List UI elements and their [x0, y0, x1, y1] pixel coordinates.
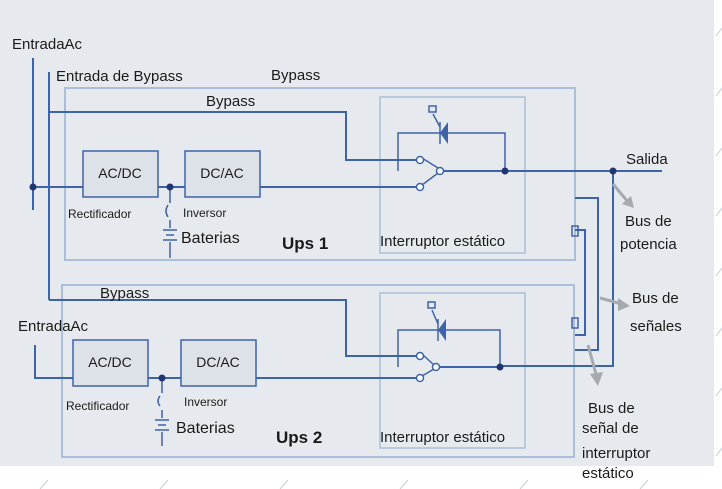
ups1-switch-node-inverter — [415, 182, 425, 192]
bus-interruptor-label-line2: señal de — [582, 420, 639, 437]
bus-potencia-arrowhead — [622, 196, 634, 208]
ups2-thyristor-loop — [397, 329, 501, 367]
ups1-name-label: Ups 1 — [282, 234, 328, 253]
ups1-battery-fuse — [165, 204, 169, 218]
ups2-inverter-switch-blade — [421, 368, 435, 377]
bypass-top-label: Bypass — [271, 67, 320, 84]
ups1-inverter-block — [184, 150, 261, 198]
ups2-rectifier-name: Rectificador — [66, 399, 129, 413]
ups1-input-junction — [29, 183, 37, 191]
ups1-thyristor-gate — [432, 113, 441, 128]
ups1-thyristor-loop — [397, 132, 506, 171]
ups1-signal-port — [571, 225, 579, 237]
ups2-battery-label: Baterias — [176, 420, 235, 437]
bus-potencia-label-line2: potencia — [620, 236, 677, 253]
bus-senales-arrowhead — [618, 298, 630, 311]
ups1-gate-terminal — [428, 105, 437, 113]
ups1-rectifier-name: Rectificador — [68, 207, 131, 221]
bus-interruptor-label-line3: interruptor — [582, 445, 650, 462]
ups1-inverter-block-label: DC/AC — [200, 165, 244, 181]
ups1-bypass-label: Bypass — [206, 93, 255, 110]
bus-interruptor-arrowhead — [590, 372, 603, 386]
entrada-ac-top-label: EntradaAc — [12, 36, 83, 53]
ups1-switch-node-common — [435, 166, 445, 176]
ups2-switch-node-inverter — [415, 373, 425, 383]
ups2-bypass-line — [49, 299, 418, 357]
ups2-switch-node-common — [431, 362, 441, 372]
signal-bus-outer — [575, 197, 599, 351]
edge-hatching — [39, 27, 722, 489]
ups1-inverter-name: Inversor — [183, 206, 226, 220]
ups1-rectifier-block — [82, 150, 159, 198]
ups1-dc-junction — [166, 183, 174, 191]
output-bus-junction — [609, 167, 617, 175]
ups2-input-label: EntradaAc — [18, 318, 89, 335]
ups1-thyristor-symbol — [440, 122, 448, 144]
ups2-signal-port — [571, 317, 579, 329]
ups2-name-label: Ups 2 — [276, 428, 322, 447]
bus-senales-label-line2: señales — [630, 318, 682, 335]
ups1-battery-label: Baterias — [181, 230, 240, 247]
ups1-bypass-switch-blade — [421, 157, 439, 169]
ups1-bypass-line — [49, 111, 418, 161]
bus-potencia-label-line1: Bus de — [625, 213, 672, 230]
ups2-thyristor-symbol — [438, 319, 446, 341]
salida-label: Salida — [626, 151, 668, 168]
bus-potencia-arrow — [611, 183, 630, 203]
ups2-inverter-name: Inversor — [184, 395, 227, 409]
bus-interruptor-label-line4: estático — [582, 465, 634, 482]
ups2-static-switch-panel — [379, 292, 526, 449]
ups2-output-junction — [496, 363, 504, 371]
ups1-switch-node-bypass — [415, 155, 425, 165]
ups1-static-switch-panel — [379, 96, 526, 254]
bus-interruptor-label-line1: Bus de — [588, 400, 635, 417]
ups2-rectifier-block-label: AC/DC — [88, 354, 132, 370]
bus-interruptor-arrow — [586, 344, 598, 375]
ups1-rectifier-block-label: AC/DC — [98, 165, 142, 181]
ups2-input-line — [34, 345, 73, 379]
ups2-rectifier-block — [72, 339, 149, 387]
ups2-gate-terminal — [427, 301, 436, 309]
ups1-output-junction — [501, 167, 509, 175]
entrada-bypass-label: Entrada de Bypass — [56, 68, 183, 85]
ups2-bypass-label: Bypass — [100, 285, 149, 302]
ups2-inverter-block-label: DC/AC — [196, 354, 240, 370]
ups2-battery-fuse — [157, 395, 161, 407]
ups2-switch-node-bypass — [415, 351, 425, 361]
output-bus-vertical — [500, 171, 614, 367]
ups1-static-switch-label: Interruptor estático — [380, 233, 505, 250]
ups2-dc-junction — [158, 374, 166, 382]
bus-senales-label-line1: Bus de — [632, 290, 679, 307]
ups2-inverter-block — [180, 339, 257, 387]
ups1-inverter-switch-blade — [421, 172, 439, 186]
ups2-thyristor-gate — [431, 309, 439, 325]
ups2-static-switch-label: Interruptor estático — [380, 429, 505, 446]
signal-bus-inner — [575, 229, 586, 336]
